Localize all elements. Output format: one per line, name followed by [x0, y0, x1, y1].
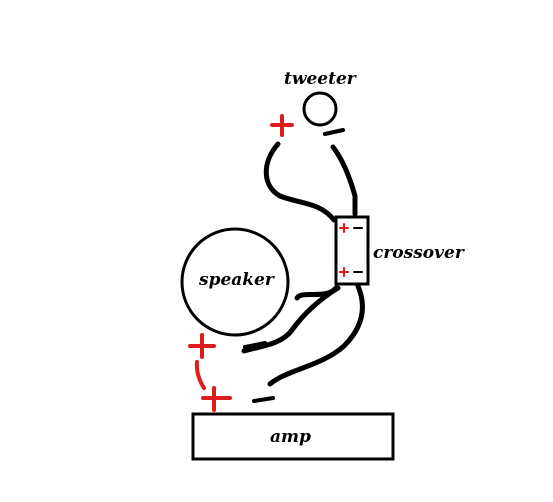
- tweeter-positive-terminal: [270, 114, 294, 137]
- crossover-bottom-positive-mark: [339, 267, 349, 277]
- tweeter-negative-terminal: [323, 128, 345, 136]
- tweeter-circle: [302, 91, 338, 127]
- amp-negative-terminal: [252, 396, 275, 403]
- amp-label: amp: [270, 427, 311, 447]
- speaker-positive-terminal: [188, 333, 216, 359]
- wire-speaker-lower-to-crossover: [241, 285, 341, 354]
- wire-tweeter-positive-to-crossover: [263, 141, 337, 223]
- speaker-circle: [180, 227, 290, 337]
- wire-tweeter-negative-to-crossover: [330, 144, 358, 217]
- speaker-negative-terminal: [243, 341, 267, 349]
- crossover-top-positive-mark: [339, 223, 349, 233]
- amp-box: [191, 412, 395, 461]
- wire-speaker-positive-to-amp-positive: [194, 360, 206, 390]
- speaker-label: speaker: [198, 270, 275, 290]
- amp-positive-terminal: [201, 386, 232, 412]
- crossover-label: crossover: [373, 243, 465, 263]
- tweeter-label: tweeter: [284, 69, 357, 89]
- wire-crossover-to-amp-negative: [267, 283, 365, 387]
